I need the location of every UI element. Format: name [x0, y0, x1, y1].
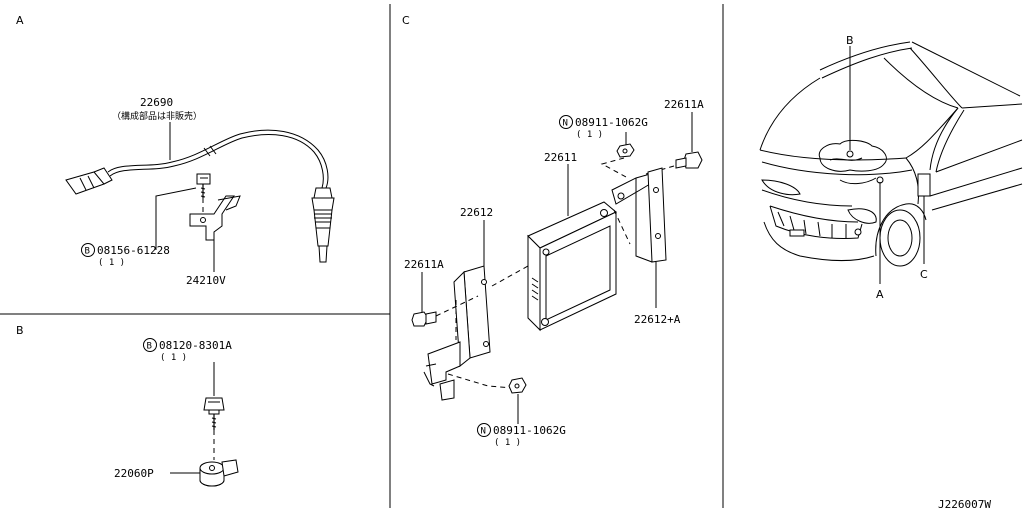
bracket-right — [611, 167, 667, 263]
knock-sensor-bolt — [203, 397, 225, 430]
bracket-part-number: 24210V — [186, 274, 226, 287]
bolt-b-code: 08120-8301A — [159, 339, 232, 352]
ecu-part-number: 22611 — [544, 151, 577, 164]
sensor-note: （構成部品は非販売） — [112, 110, 202, 122]
section-c: N 08911-1062G ( 1 ) 22611A 2 — [404, 98, 704, 448]
nut-bottom-quantity: ( 1 ) — [494, 438, 521, 448]
bracket-right-part-number: 22612+A — [634, 313, 681, 326]
nut-top-prefix-badge — [559, 115, 573, 129]
ecu-module — [527, 201, 617, 332]
knock-sensor — [199, 459, 239, 487]
section-a: 22690 （構成部品は非販売） B 08156-61228 ( 1 ) 242… — [65, 96, 335, 287]
bolt-prefix: B — [85, 247, 90, 257]
sensor-part-number: 22690 — [140, 96, 173, 109]
section-label-b: B — [16, 324, 24, 337]
sensor-bracket — [189, 195, 241, 241]
nut-top — [616, 143, 635, 158]
bracket-left — [423, 265, 491, 401]
bolt-prefix-badge — [81, 243, 95, 257]
bracket-left-part-number: 22612 — [460, 206, 493, 219]
bolt-b-prefix: B — [147, 342, 152, 352]
bolt-quantity: ( 1 ) — [98, 258, 125, 268]
bolt-b-prefix-badge — [143, 338, 157, 352]
nut-bottom-prefix-badge — [477, 423, 491, 437]
oxygen-sensor-harness — [65, 129, 335, 263]
vehicle-marker-c: C — [920, 268, 928, 281]
vehicle-marker-b: B — [846, 34, 854, 47]
bracket-bolt — [196, 173, 211, 198]
vehicle-marker-a: A — [876, 288, 884, 301]
vehicle-view: B A C — [759, 34, 1023, 301]
nut-top-quantity: ( 1 ) — [576, 130, 603, 140]
frame-dividers — [0, 4, 724, 508]
section-b: B 08120-8301A ( 1 ) 22060P — [114, 338, 239, 487]
section-label-c: C — [402, 14, 410, 27]
nut-bottom — [508, 377, 527, 394]
bolt-code: 08156-61228 — [97, 244, 170, 257]
bolt-b-quantity: ( 1 ) — [160, 353, 187, 363]
nut-bottom-code: 08911-1062G — [493, 424, 566, 437]
bolt-left — [411, 311, 437, 327]
knock-sensor-part-number: 22060P — [114, 467, 154, 480]
bolt-right — [675, 151, 703, 169]
drawing-id: J226007W — [938, 498, 991, 511]
nut-top-prefix: N — [563, 119, 568, 129]
nut-bottom-prefix: N — [481, 427, 486, 437]
bolt-left-part-number: 22611A — [404, 258, 444, 271]
section-label-a: A — [16, 14, 24, 27]
bolt-right-part-number: 22611A — [664, 98, 704, 111]
nut-top-code: 08911-1062G — [575, 116, 648, 129]
